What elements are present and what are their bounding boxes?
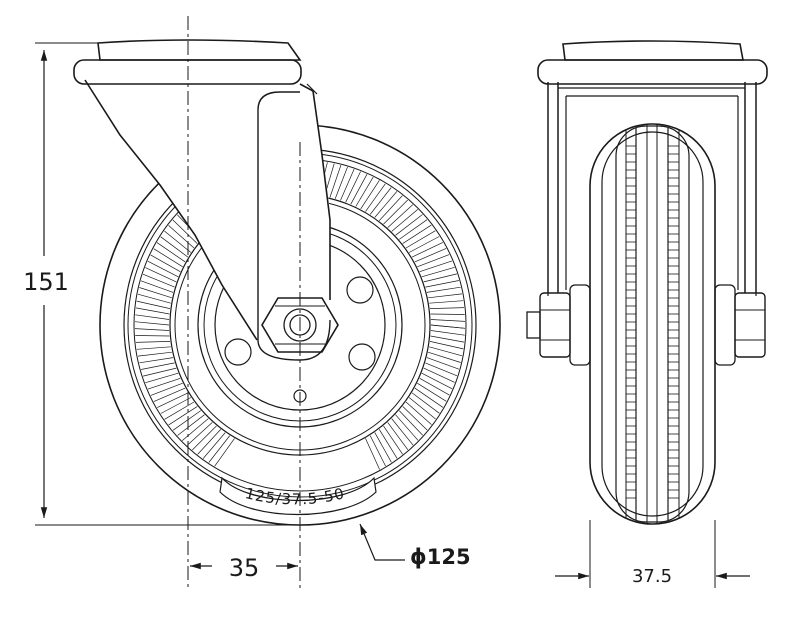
tread-line — [430, 341, 463, 349]
front-view: 37.5 — [527, 41, 767, 588]
tread-line — [417, 255, 449, 267]
diameter-dimension: ϕ125 — [360, 524, 471, 569]
tread-line — [151, 255, 181, 272]
tread-line — [356, 177, 373, 206]
tread-line — [143, 274, 175, 287]
hub-hole — [347, 277, 373, 303]
tread-line — [136, 308, 170, 314]
tread-line — [330, 165, 341, 197]
width-dimension: 37.5 — [555, 520, 750, 588]
tread-ribs — [626, 146, 679, 498]
axle-bolt-end — [527, 312, 540, 338]
tread-line — [141, 281, 173, 293]
tread-line — [431, 336, 465, 342]
fork-legs — [548, 82, 756, 296]
tread-line — [430, 308, 464, 309]
tread-line — [415, 248, 446, 262]
tread-line — [145, 268, 176, 282]
tread-line — [429, 301, 463, 304]
tread-line — [427, 287, 461, 292]
side-view: 125/37.5-50 — [23, 16, 500, 590]
tread-line — [403, 225, 432, 244]
tread-line — [135, 315, 169, 320]
tread-line — [351, 174, 367, 204]
tread-line — [425, 363, 457, 376]
tread-line — [346, 172, 361, 203]
tread-line — [136, 341, 170, 342]
tread-line — [409, 237, 439, 253]
tread-line — [375, 433, 392, 463]
hub-hole — [349, 344, 375, 370]
tread-line — [406, 231, 435, 248]
height-value: 151 — [23, 268, 69, 296]
tread-line — [139, 358, 173, 363]
tread-line — [427, 358, 459, 370]
left-nut — [540, 293, 570, 357]
offset-dimension: 35 — [190, 554, 298, 582]
tread-line — [157, 393, 188, 408]
tread-line — [138, 352, 172, 356]
wheel-marking-text: 125/37.5-50 — [243, 484, 346, 508]
tread-line — [431, 325, 465, 328]
tread-line — [161, 398, 191, 414]
tread-line — [420, 261, 452, 272]
tread-line — [135, 336, 169, 337]
tread-line — [154, 388, 185, 402]
tread-line — [417, 383, 446, 401]
tread-line — [137, 301, 170, 309]
tread-line — [148, 261, 178, 277]
wheel-marking-label: 125/37.5-50 — [220, 478, 376, 515]
hub-hole — [225, 339, 251, 365]
tread-line — [425, 281, 459, 288]
tread-line — [169, 406, 198, 425]
tread-line — [148, 378, 180, 389]
tread-line — [137, 347, 171, 350]
tread-line — [424, 368, 455, 382]
front-top-plate — [538, 41, 767, 84]
tread-line — [335, 167, 347, 199]
diameter-value: ϕ125 — [410, 545, 471, 569]
tread-line — [341, 169, 355, 200]
tread-line — [431, 331, 465, 336]
wheel-front — [590, 124, 715, 524]
tread-line — [428, 294, 462, 298]
tread-line — [431, 314, 465, 315]
tread-line — [379, 429, 397, 458]
tread-line — [135, 322, 169, 325]
tread-line — [422, 373, 452, 389]
tread-line — [431, 320, 465, 322]
tread-line — [370, 436, 385, 467]
tread-line — [420, 378, 450, 395]
tread-line — [154, 249, 183, 267]
tread-line — [151, 383, 183, 395]
offset-value: 35 — [229, 554, 260, 582]
tread-line — [135, 329, 169, 331]
tread-line — [366, 438, 380, 469]
right-nut — [735, 293, 765, 357]
tread-line — [412, 242, 443, 257]
front-axle — [527, 285, 765, 365]
tread-line — [141, 363, 175, 370]
width-value: 37.5 — [632, 566, 672, 587]
tread-line — [165, 402, 194, 419]
